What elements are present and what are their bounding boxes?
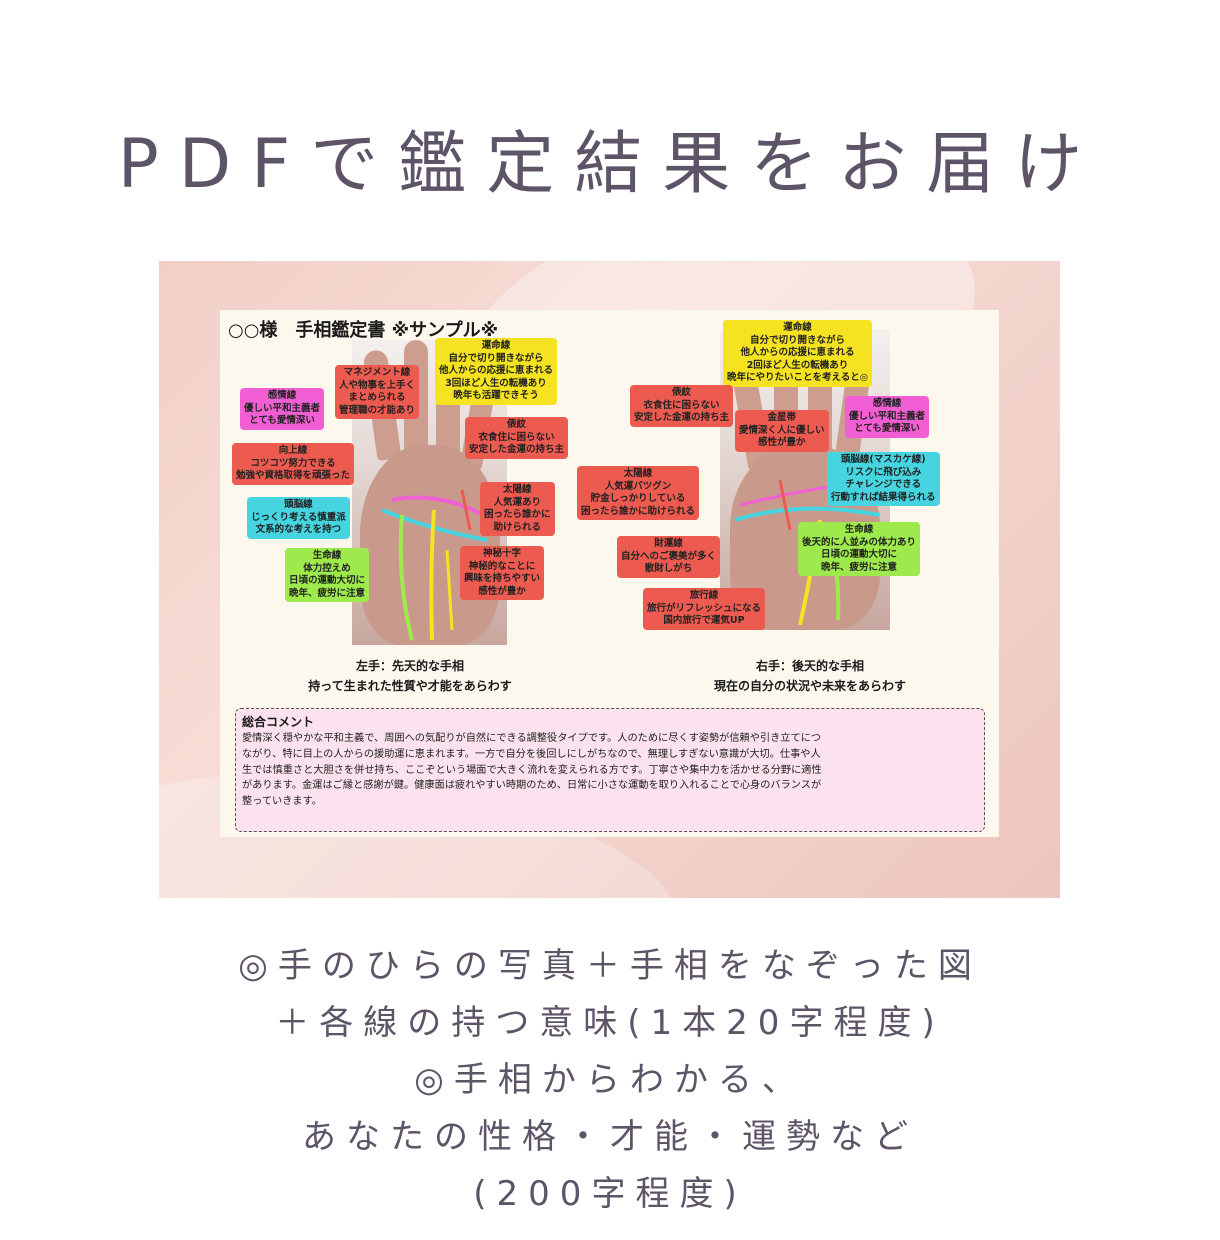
left-label-taiyou: 太陽線 人気運あり 困ったら誰かに 助けられる — [480, 482, 555, 536]
comment-line: があります。金運はご縁と感謝が鍵。健康面は疲れやすい時期のため、日常に小さな運動… — [242, 780, 822, 792]
left-label-management: マネジメント線 人や物事を上手く まとめられる 管理職の才能あり — [335, 365, 420, 419]
left-label-zunou: 頭脳線 じっくり考える慎重派 文系的な考えを持つ — [247, 497, 350, 539]
left-label-koujou-text: 向上線 コツコツ努力できる 勉強や資格取得を頑張った — [236, 445, 351, 481]
right-label-zaiun-text: 財運線 自分へのご褒美が多く 散財しがち — [621, 538, 717, 574]
left-label-zunou-text: 頭脳線 じっくり考える慎重派 文系的な考えを持つ — [251, 499, 346, 535]
left-label-tawara-text: 俵紋 衣食住に困らない 安定した金運の持ち主 — [469, 419, 565, 455]
right-label-kanjou-text: 感情線 優しい平和主義者 とても愛情深い — [849, 398, 926, 434]
sheet-title: ○○様 手相鑑定書 ※サンプル※ — [228, 320, 499, 341]
right-label-ryokou: 旅行線 旅行がリフレッシュになる 国内旅行で運気UP — [643, 588, 766, 630]
right-label-taiyou: 太陽線 人気運バツグン 貯金しっかりしている 困ったら誰かに助けられる — [577, 466, 700, 520]
right-label-tawara-text: 俵紋 衣食住に困らない 安定した金運の持ち主 — [634, 387, 730, 423]
right-label-kinsei: 金星帯 愛情深く人に優しい 感性が豊か — [735, 410, 829, 452]
left-label-taiyou-text: 太陽線 人気運あり 困ったら誰かに 助けられる — [484, 484, 551, 533]
left-label-kanjou-text: 感情線 優しい平和主義者 とても愛情深い — [244, 390, 321, 426]
left-label-shinpi: 神秘十字 神秘的なことに 興味を持ちやすい 感性が豊か — [460, 546, 545, 600]
right-hand-caption: 右手：後天的な手相 現在の自分の状況や未来をあらわす — [660, 656, 960, 696]
right-label-zunou-text: 頭脳線(マスカケ線) リスクに飛び込み チャレンジできる 行動すれば結果得られる — [831, 454, 936, 503]
feature-line: ◎手のひらの写真＋手相をなぞった図 — [238, 946, 982, 986]
palm-reading-sheet: ○○様 手相鑑定書 ※サンプル※ — [220, 310, 999, 837]
right-label-unmei-text: 運命線 自分で切り開きながら 他人からの応援に恵まれる 2回ほど人生の転機あり … — [727, 322, 869, 383]
right-label-kinsei-text: 金星帯 愛情深く人に優しい 感性が豊か — [739, 412, 825, 448]
comment-line: ながり、特に目上の人からの援助運に恵まれます。一方で自分を後回しにしがちなので、… — [242, 748, 821, 760]
overall-comment-text: 愛情深く穏やかな平和主義で、周囲への気配りが自然にできる調整役タイプです。人のた… — [242, 731, 978, 810]
overall-comment-title: 総合コメント — [242, 715, 315, 729]
right-label-kanjou: 感情線 優しい平和主義者 とても愛情深い — [845, 396, 930, 438]
left-label-kanjou: 感情線 優しい平和主義者 とても愛情深い — [240, 388, 325, 430]
comment-line: 生では慎重さと大胆さを併せ持ち、ここぞという場面で大きく流れを変えられる方です。… — [242, 764, 822, 776]
right-hand-caption-text: 右手：後天的な手相 現在の自分の状況や未来をあらわす — [713, 659, 906, 693]
left-label-koujou: 向上線 コツコツ努力できる 勉強や資格取得を頑張った — [232, 443, 355, 485]
left-label-shinpi-text: 神秘十字 神秘的なことに 興味を持ちやすい 感性が豊か — [464, 548, 541, 597]
right-label-zunou: 頭脳線(マスカケ線) リスクに飛び込み チャレンジできる 行動すれば結果得られる — [827, 452, 940, 506]
right-label-unmei: 運命線 自分で切り開きながら 他人からの応援に恵まれる 2回ほど人生の転機あり … — [723, 320, 873, 387]
right-label-tawara: 俵紋 衣食住に困らない 安定した金運の持ち主 — [630, 385, 734, 427]
right-label-ryokou-text: 旅行線 旅行がリフレッシュになる 国内旅行で運気UP — [647, 590, 762, 626]
right-label-taiyou-text: 太陽線 人気運バツグン 貯金しっかりしている 困ったら誰かに助けられる — [581, 468, 696, 517]
feature-line: あなたの性格・才能・運勢など — [302, 1117, 918, 1157]
left-label-management-text: マネジメント線 人や物事を上手く まとめられる 管理職の才能あり — [339, 367, 416, 416]
feature-line: ◎手相からわかる、 — [414, 1060, 806, 1100]
right-label-seimei-text: 生命線 後天的に人並みの体力あり 日頃の運動大切に 晩年、疲労に注意 — [802, 524, 917, 573]
left-hand-caption: 左手：先天的な手相 持って生まれた性質や才能をあらわす — [260, 656, 560, 696]
right-label-zaiun: 財運線 自分へのご褒美が多く 散財しがち — [617, 536, 721, 578]
page-headline: PDFで鑑定結果をお届け — [117, 125, 1103, 204]
left-label-unmei: 運命線 自分で切り開きながら 他人からの応援に恵まれる 3回ほど人生の転機あり … — [435, 338, 558, 405]
left-label-seimei: 生命線 体力控えめ 日頃の運動大切に 晩年、疲労に注意 — [285, 548, 370, 602]
comment-line: 愛情深く穏やかな平和主義で、周囲への気配りが自然にできる調整役タイプです。人のた… — [242, 733, 822, 744]
left-label-tawara: 俵紋 衣食住に困らない 安定した金運の持ち主 — [465, 417, 569, 459]
feature-line: (200字程度) — [473, 1174, 747, 1214]
comment-line: 整っていきます。 — [242, 796, 322, 808]
feature-description: ◎手のひらの写真＋手相をなぞった図 ＋各線の持つ意味(1本20字程度) ◎手相か… — [0, 938, 1220, 1223]
right-label-seimei: 生命線 後天的に人並みの体力あり 日頃の運動大切に 晩年、疲労に注意 — [798, 522, 921, 576]
sample-preview-panel: ○○様 手相鑑定書 ※サンプル※ — [159, 261, 1060, 898]
left-hand-caption-text: 左手：先天的な手相 持って生まれた性質や才能をあらわす — [308, 659, 512, 693]
left-label-unmei-text: 運命線 自分で切り開きながら 他人からの応援に恵まれる 3回ほど人生の転機あり … — [439, 340, 554, 401]
left-label-seimei-text: 生命線 体力控えめ 日頃の運動大切に 晩年、疲労に注意 — [289, 550, 366, 599]
feature-line: ＋各線の持つ意味(1本20字程度) — [275, 1003, 945, 1043]
overall-comment-box: 総合コメント 愛情深く穏やかな平和主義で、周囲への気配りが自然にできる調整役タイ… — [235, 708, 985, 832]
